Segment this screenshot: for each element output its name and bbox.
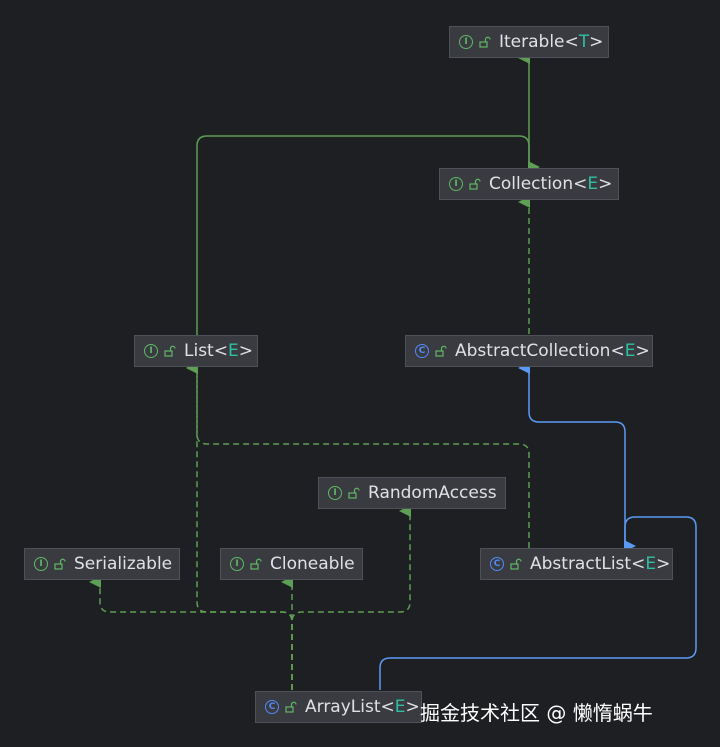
node-collection[interactable]: I Collection<E>: [439, 168, 619, 200]
node-label: Collection<E>: [489, 174, 613, 194]
edge-arraylist-implements-randomaccess: [291, 505, 411, 690]
node-label: Iterable<T>: [499, 32, 604, 52]
interface-icon: I: [144, 344, 158, 358]
node-label: ArrayList<E>: [305, 697, 420, 717]
edge-arraylist-extends-abstractlist: [379, 516, 697, 690]
node-list[interactable]: I List<E>: [134, 335, 258, 367]
node-label: List<E>: [184, 341, 253, 361]
open-lock-icon: [469, 178, 481, 190]
interface-icon: I: [230, 557, 244, 571]
node-label: Serializable: [74, 554, 173, 574]
node-random-access[interactable]: I RandomAccess: [318, 477, 506, 509]
interface-icon: I: [459, 35, 473, 49]
edge-arraylist-implements-list: [186, 362, 293, 690]
open-lock-icon: [54, 558, 66, 570]
class-icon: C: [265, 700, 279, 714]
node-label: AbstractList<E>: [530, 554, 671, 574]
open-lock-icon: [479, 36, 491, 48]
open-lock-icon: [164, 345, 176, 357]
edge-arraylist-implements-serializable: [89, 576, 293, 690]
node-label: RandomAccess: [368, 483, 497, 503]
node-cloneable[interactable]: I Cloneable: [220, 548, 363, 580]
interface-icon: I: [34, 557, 48, 571]
edge-abstractlist-extends-abstractcollection: [518, 362, 626, 548]
class-icon: C: [415, 344, 429, 358]
node-array-list[interactable]: C ArrayList<E>: [255, 691, 422, 723]
node-label: AbstractCollection<E>: [455, 341, 650, 361]
node-abstract-list[interactable]: C AbstractList<E>: [480, 548, 673, 580]
node-iterable[interactable]: I Iterable<T>: [449, 26, 609, 58]
edge-abstractlist-implements-list: [186, 362, 530, 548]
watermark: 掘金技术社区 @ 懒惰蜗牛: [420, 701, 653, 725]
open-lock-icon: [510, 558, 522, 570]
open-lock-icon: [348, 487, 360, 499]
interface-icon: I: [449, 177, 463, 191]
open-lock-icon: [435, 345, 447, 357]
interface-icon: I: [328, 486, 342, 500]
class-icon: C: [490, 557, 504, 571]
node-serializable[interactable]: I Serializable: [24, 548, 180, 580]
edge-list-extends-collection: [196, 135, 540, 335]
node-abstract-collection[interactable]: C AbstractCollection<E>: [405, 335, 653, 367]
open-lock-icon: [285, 701, 297, 713]
open-lock-icon: [250, 558, 262, 570]
node-label: Cloneable: [270, 554, 355, 574]
